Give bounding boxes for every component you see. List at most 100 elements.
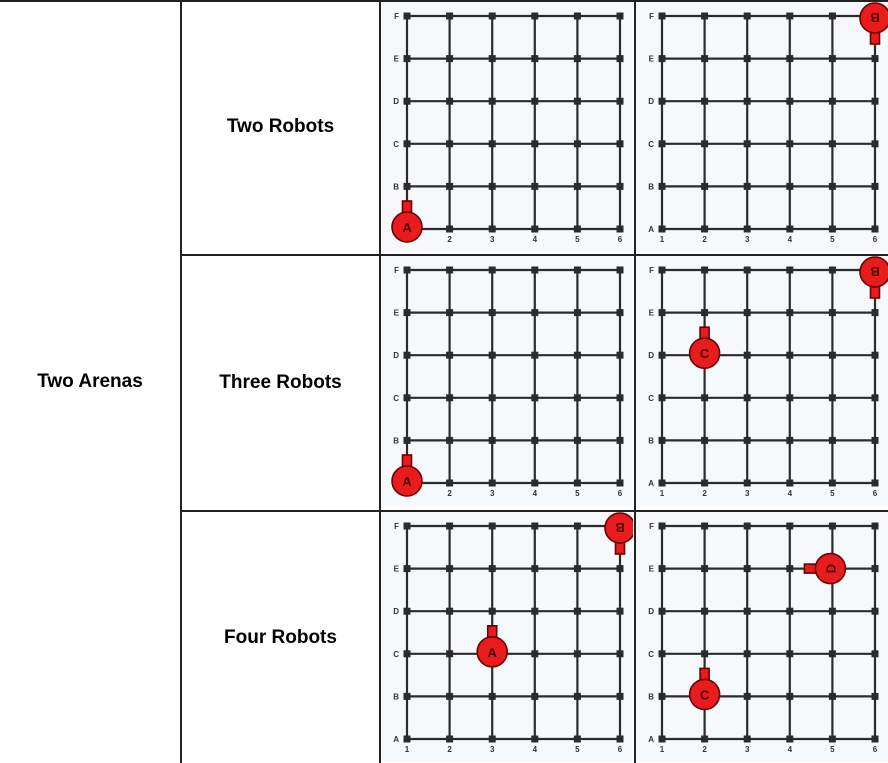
robot-body: [476, 636, 508, 668]
grid-node: [786, 97, 794, 105]
grid-node: [701, 479, 709, 487]
grid-node: [488, 565, 496, 573]
grid-node: [616, 266, 624, 274]
grid-node: [488, 394, 496, 402]
grid-node: [701, 182, 709, 190]
grid-node: [403, 692, 411, 700]
grid-node: [488, 97, 496, 105]
grid-node: [701, 735, 709, 743]
grid-node: [488, 436, 496, 444]
grid-node: [701, 225, 709, 233]
grid-col-label: 3: [490, 489, 495, 498]
grid-row-label: E: [394, 55, 400, 64]
grid-col-label: 3: [490, 235, 495, 244]
grid-row-label: C: [648, 650, 654, 659]
robot-A: A: [391, 200, 423, 243]
grid-node: [828, 140, 836, 148]
grid-node: [871, 479, 879, 487]
table-border-row1: [181, 254, 888, 256]
grid-node: [573, 225, 581, 233]
grid-node: [446, 309, 454, 317]
robot-B: B: [604, 512, 633, 555]
grid-col-label: 6: [618, 489, 623, 498]
grid-node: [828, 12, 836, 20]
arena-background: [381, 2, 633, 252]
grid-node: [658, 692, 666, 700]
grid-node: [701, 55, 709, 63]
arena-grid: ABCDEF23456A: [381, 256, 633, 506]
grid-node: [573, 12, 581, 20]
grid-node: [403, 309, 411, 317]
grid-node: [403, 436, 411, 444]
robot-body: [604, 512, 633, 544]
grid-node: [828, 522, 836, 530]
robot-B: B: [859, 2, 888, 45]
grid-col-label: 6: [618, 235, 623, 244]
grid-node: [658, 182, 666, 190]
grid-node: [446, 12, 454, 20]
grid-row-label: F: [394, 12, 399, 21]
grid-col-label: 3: [745, 745, 750, 754]
robot-body: [859, 256, 888, 288]
grid-node: [403, 351, 411, 359]
robot-label: C: [700, 687, 710, 702]
grid-node: [616, 182, 624, 190]
grid-node: [786, 351, 794, 359]
grid-node: [871, 309, 879, 317]
arena-background: [381, 256, 633, 506]
grid-node: [786, 55, 794, 63]
grid-node: [488, 140, 496, 148]
grid-node: [446, 55, 454, 63]
robot-label: A: [402, 220, 412, 235]
grid-node: [616, 650, 624, 658]
grid-node: [743, 182, 751, 190]
robot-body: [859, 2, 888, 34]
grid-node: [573, 182, 581, 190]
grid-node: [786, 225, 794, 233]
grid-row-label: D: [393, 607, 399, 616]
grid-node: [701, 140, 709, 148]
grid-node: [403, 522, 411, 530]
grid-node: [531, 97, 539, 105]
grid-node: [573, 97, 581, 105]
grid-col-label: 4: [788, 745, 793, 754]
grid-col-label: 3: [490, 745, 495, 754]
robot-label: C: [700, 346, 710, 361]
row-label-three-robots: Three Robots: [219, 372, 342, 393]
grid-node: [658, 565, 666, 573]
grid-node: [658, 650, 666, 658]
grid-node: [828, 479, 836, 487]
grid-row-label: B: [648, 436, 654, 445]
grid-node: [871, 97, 879, 105]
grid-node: [446, 266, 454, 274]
arena-svg: ABCDEF23456A: [381, 2, 633, 252]
grid-node: [786, 394, 794, 402]
grid-node: [658, 436, 666, 444]
grid-node: [446, 479, 454, 487]
arena-background: [636, 512, 888, 762]
grid-node: [786, 735, 794, 743]
grid-node: [446, 607, 454, 615]
grid-node: [701, 309, 709, 317]
grid-row-label: E: [394, 565, 400, 574]
grid-node: [531, 55, 539, 63]
grid-node: [786, 650, 794, 658]
grid-node: [658, 351, 666, 359]
grid-node: [786, 436, 794, 444]
grid-row-label: A: [648, 735, 654, 744]
grid-node: [786, 309, 794, 317]
grid-node: [446, 97, 454, 105]
grid-col-label: 4: [533, 235, 538, 244]
grid-col-label: 2: [702, 235, 707, 244]
grid-node: [446, 565, 454, 573]
grid-node: [871, 650, 879, 658]
robot-A: A: [391, 454, 423, 497]
grid-node: [573, 394, 581, 402]
grid-col-label: 3: [745, 235, 750, 244]
grid-row-label: D: [648, 97, 654, 106]
grid-row-label: C: [648, 394, 654, 403]
grid-node: [828, 182, 836, 190]
arena-background: [636, 256, 888, 506]
grid-node: [616, 140, 624, 148]
grid-node: [658, 225, 666, 233]
